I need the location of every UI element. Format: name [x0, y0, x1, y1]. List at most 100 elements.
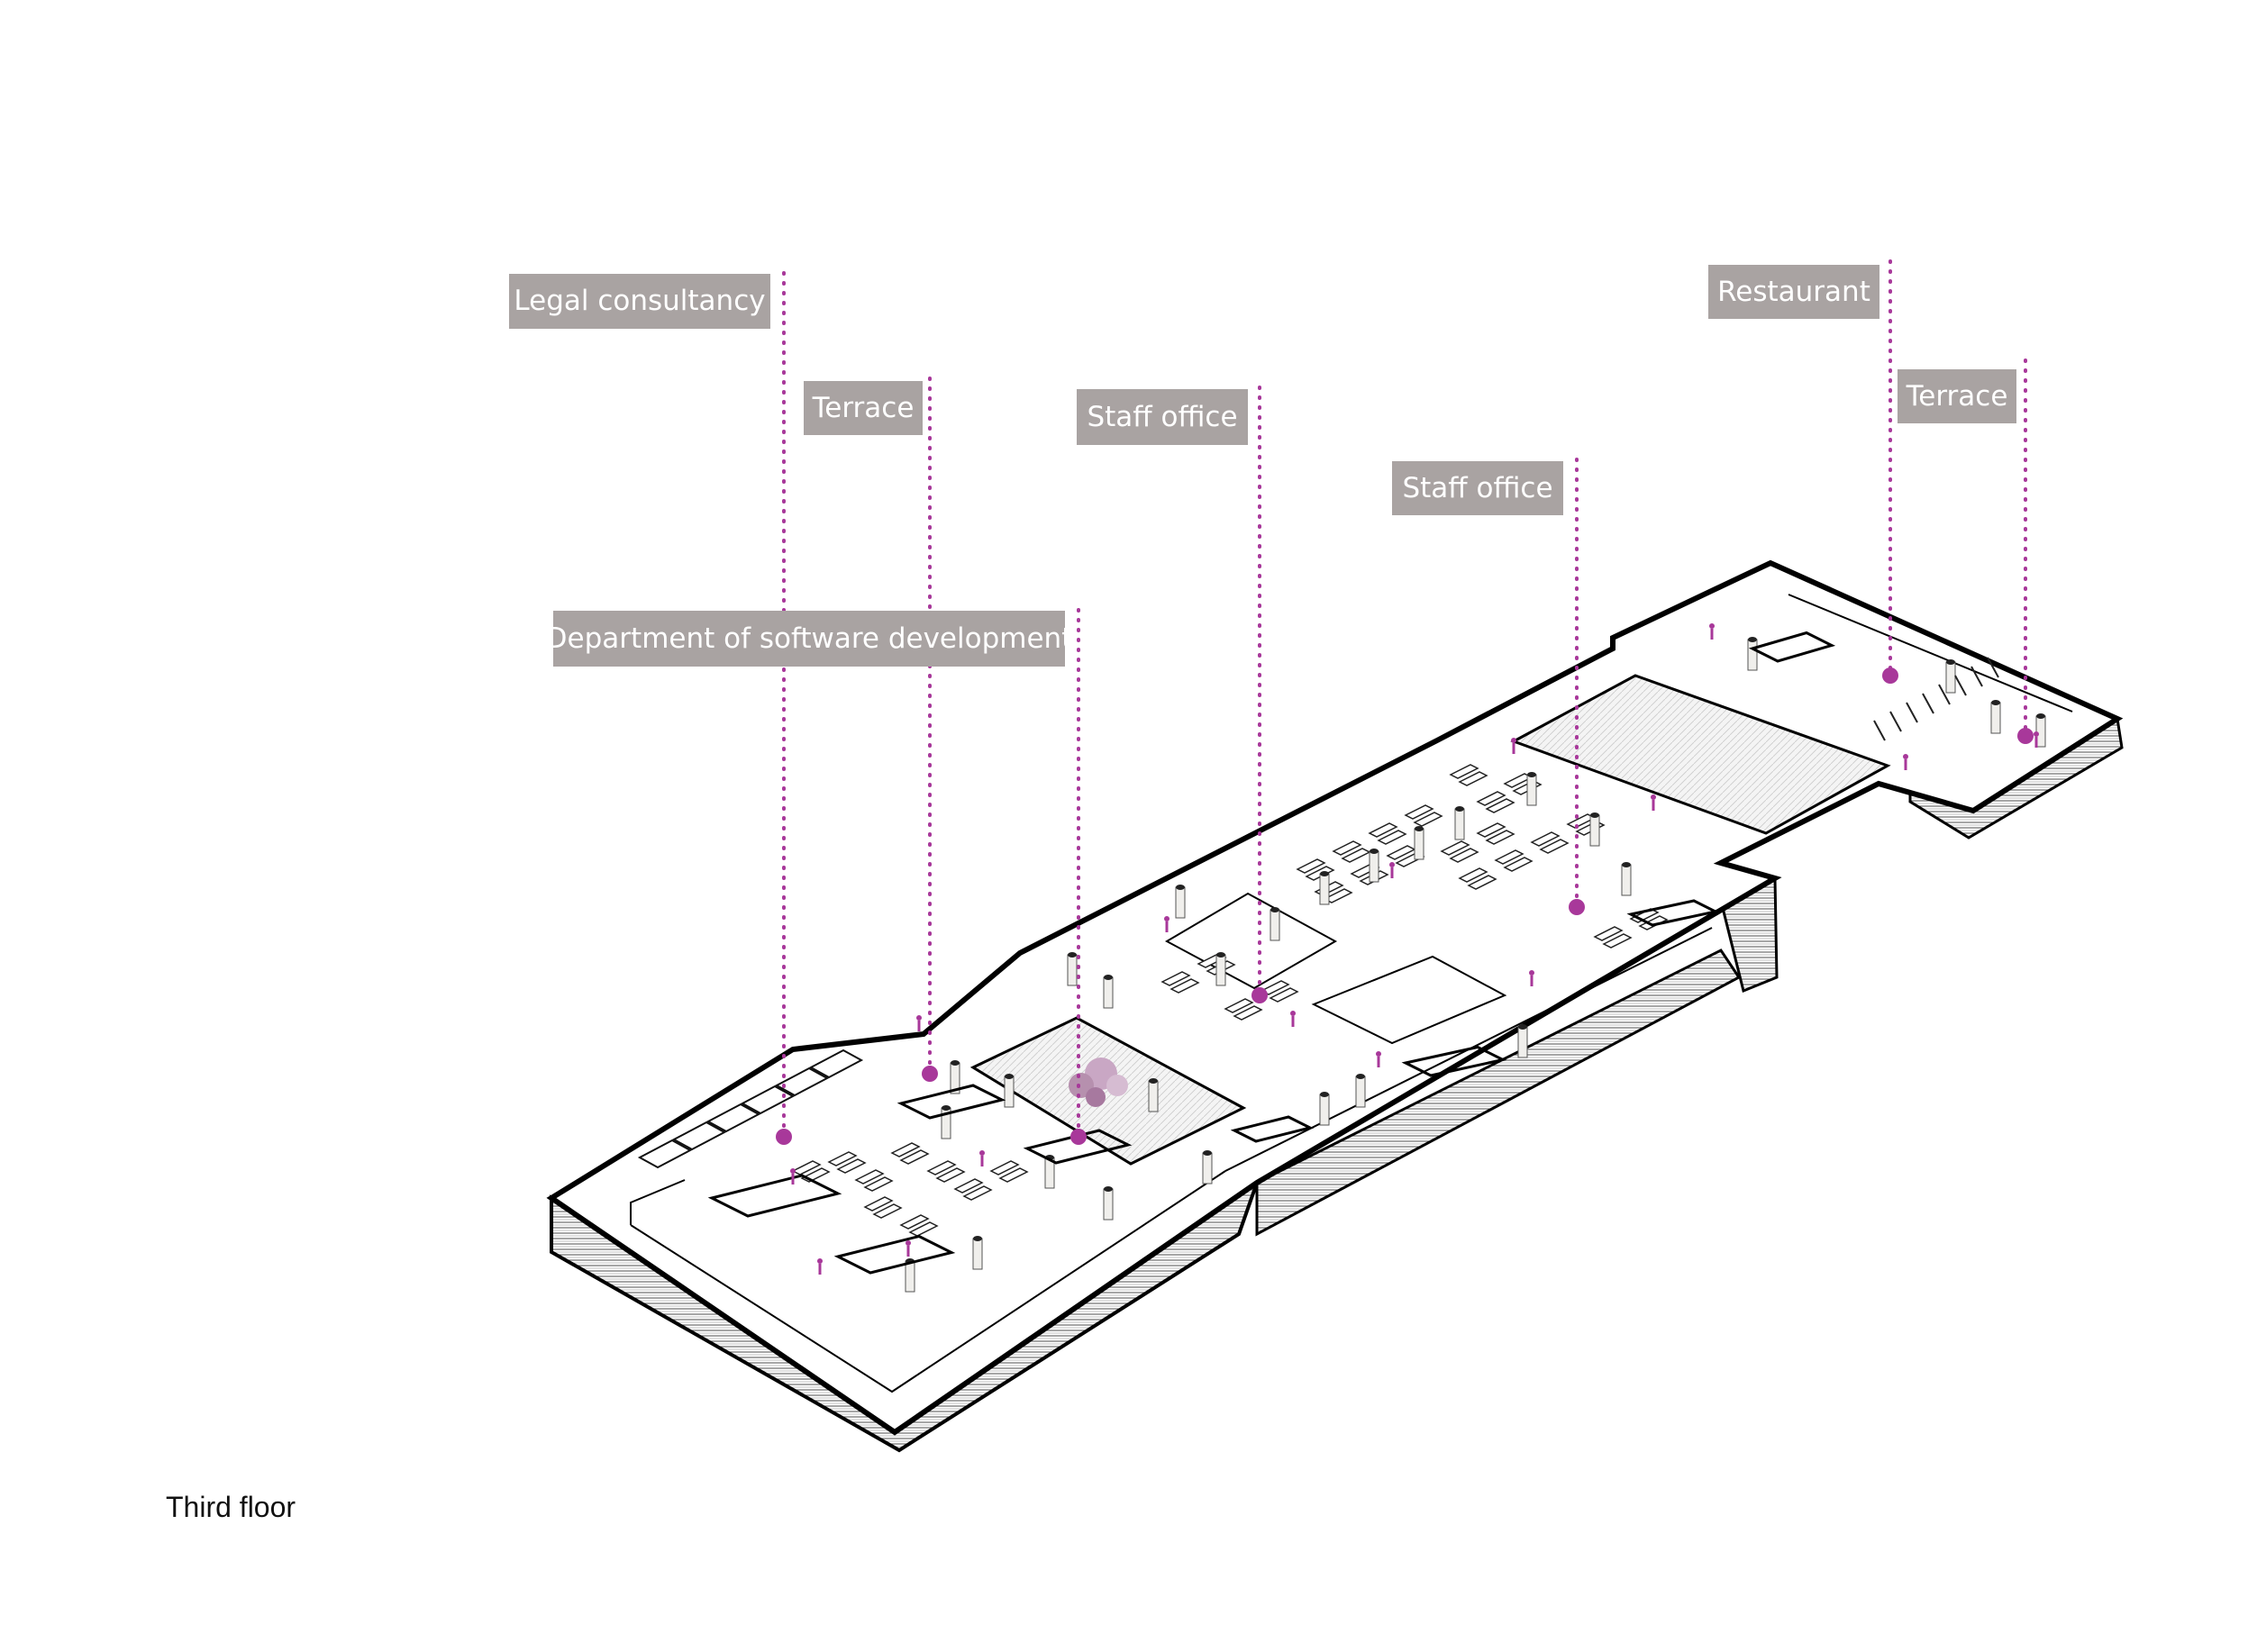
office-cell [740, 1085, 796, 1115]
desk-cluster [1440, 840, 1479, 863]
location-marker [922, 1066, 938, 1082]
column [1355, 1074, 1366, 1108]
column [1175, 885, 1186, 919]
location-marker [1251, 987, 1268, 1003]
desk-cluster [1224, 998, 1263, 1021]
stair-step [1954, 675, 1967, 696]
core-partition [707, 1174, 842, 1218]
label-legal-consultancy: Legal consultancy [509, 274, 770, 329]
desk-cluster [989, 1160, 1029, 1183]
label-terrace-right: Terrace [1898, 369, 2016, 423]
column [1202, 1150, 1213, 1185]
person-icon [979, 1150, 985, 1166]
location-marker [776, 1129, 792, 1145]
desk-cluster [1404, 804, 1443, 827]
core-partition [1401, 1045, 1507, 1077]
core-partition [1626, 899, 1720, 927]
desk-cluster [1160, 971, 1200, 994]
column [1747, 637, 1758, 671]
label-restaurant: Restaurant [1708, 265, 1879, 319]
person-icon [817, 1258, 823, 1275]
label-staff-office-1: Staff office [1077, 389, 1248, 445]
core-partition [1748, 631, 1836, 663]
desk-cluster [1476, 822, 1515, 845]
office-cell [705, 1103, 761, 1133]
column [1517, 1024, 1528, 1058]
column [1148, 1078, 1159, 1112]
person-icon [1529, 970, 1534, 986]
column [1215, 952, 1226, 986]
column [1621, 862, 1632, 896]
location-marker [1569, 899, 1585, 915]
column [1990, 700, 2001, 734]
person-icon [2034, 731, 2039, 748]
desk-cluster [1530, 831, 1570, 854]
column [1004, 1074, 1015, 1108]
office-cell [671, 1121, 727, 1151]
column [1454, 806, 1465, 840]
person-icon [906, 1240, 911, 1257]
label-staff-office-2: Staff office [1392, 461, 1563, 515]
column [972, 1236, 983, 1270]
person-icon [1290, 1011, 1296, 1027]
location-marker [2017, 728, 2034, 744]
person-icon [1903, 754, 1908, 770]
office-cell [637, 1139, 693, 1169]
desk-cluster [899, 1214, 939, 1237]
core-partition [833, 1234, 956, 1275]
person-icon [1709, 623, 1715, 640]
column [941, 1105, 951, 1139]
column [1067, 952, 1078, 986]
column [950, 1060, 960, 1094]
column [1369, 849, 1379, 883]
desk-cluster [953, 1178, 993, 1201]
person-icon [916, 1015, 922, 1031]
atrium-void-2 [1311, 955, 1507, 1045]
stair-step [1889, 711, 1902, 732]
office-cell [774, 1067, 830, 1097]
person-icon [1376, 1051, 1381, 1067]
stair-step [1873, 720, 1886, 741]
person-icon [1511, 738, 1516, 754]
stair-step [1970, 666, 1983, 687]
office-cell [808, 1048, 864, 1079]
stair-step [1938, 684, 1951, 705]
stair-step [1922, 693, 1934, 714]
column [1589, 812, 1600, 847]
core-partition [1230, 1115, 1315, 1143]
person-icon [1164, 916, 1170, 932]
person-icon [790, 1168, 796, 1185]
furniture-group [637, 623, 2046, 1293]
desk-cluster [863, 1196, 903, 1219]
column [1945, 659, 1956, 694]
drawing-caption: Third floor [166, 1491, 296, 1523]
desk-cluster [1449, 764, 1488, 786]
column [1103, 1186, 1114, 1221]
person-icon [1389, 862, 1395, 878]
desk-cluster [1476, 791, 1515, 813]
person-icon [1651, 794, 1656, 811]
desk-cluster [926, 1160, 966, 1183]
desk-cluster [1494, 849, 1534, 872]
stair-step [1906, 702, 1918, 723]
desk-cluster [1458, 867, 1497, 890]
column [1414, 826, 1424, 860]
location-marker [1070, 1129, 1087, 1145]
desk-cluster [1332, 840, 1371, 863]
column [1270, 907, 1280, 941]
column [1319, 871, 1330, 905]
terrace-void-right [1510, 674, 1891, 835]
core-partition [896, 1084, 1006, 1120]
label-terrace-left: Terrace [804, 381, 923, 435]
column [1526, 772, 1537, 806]
label-software-dept: Department of software development [546, 611, 1072, 667]
column [1103, 975, 1114, 1009]
desk-cluster [1593, 926, 1633, 949]
desk-cluster [854, 1169, 894, 1192]
desk-cluster [890, 1142, 930, 1165]
leader-lines [776, 259, 2034, 1145]
stair-step [1987, 657, 1999, 678]
location-marker [1882, 667, 1898, 684]
